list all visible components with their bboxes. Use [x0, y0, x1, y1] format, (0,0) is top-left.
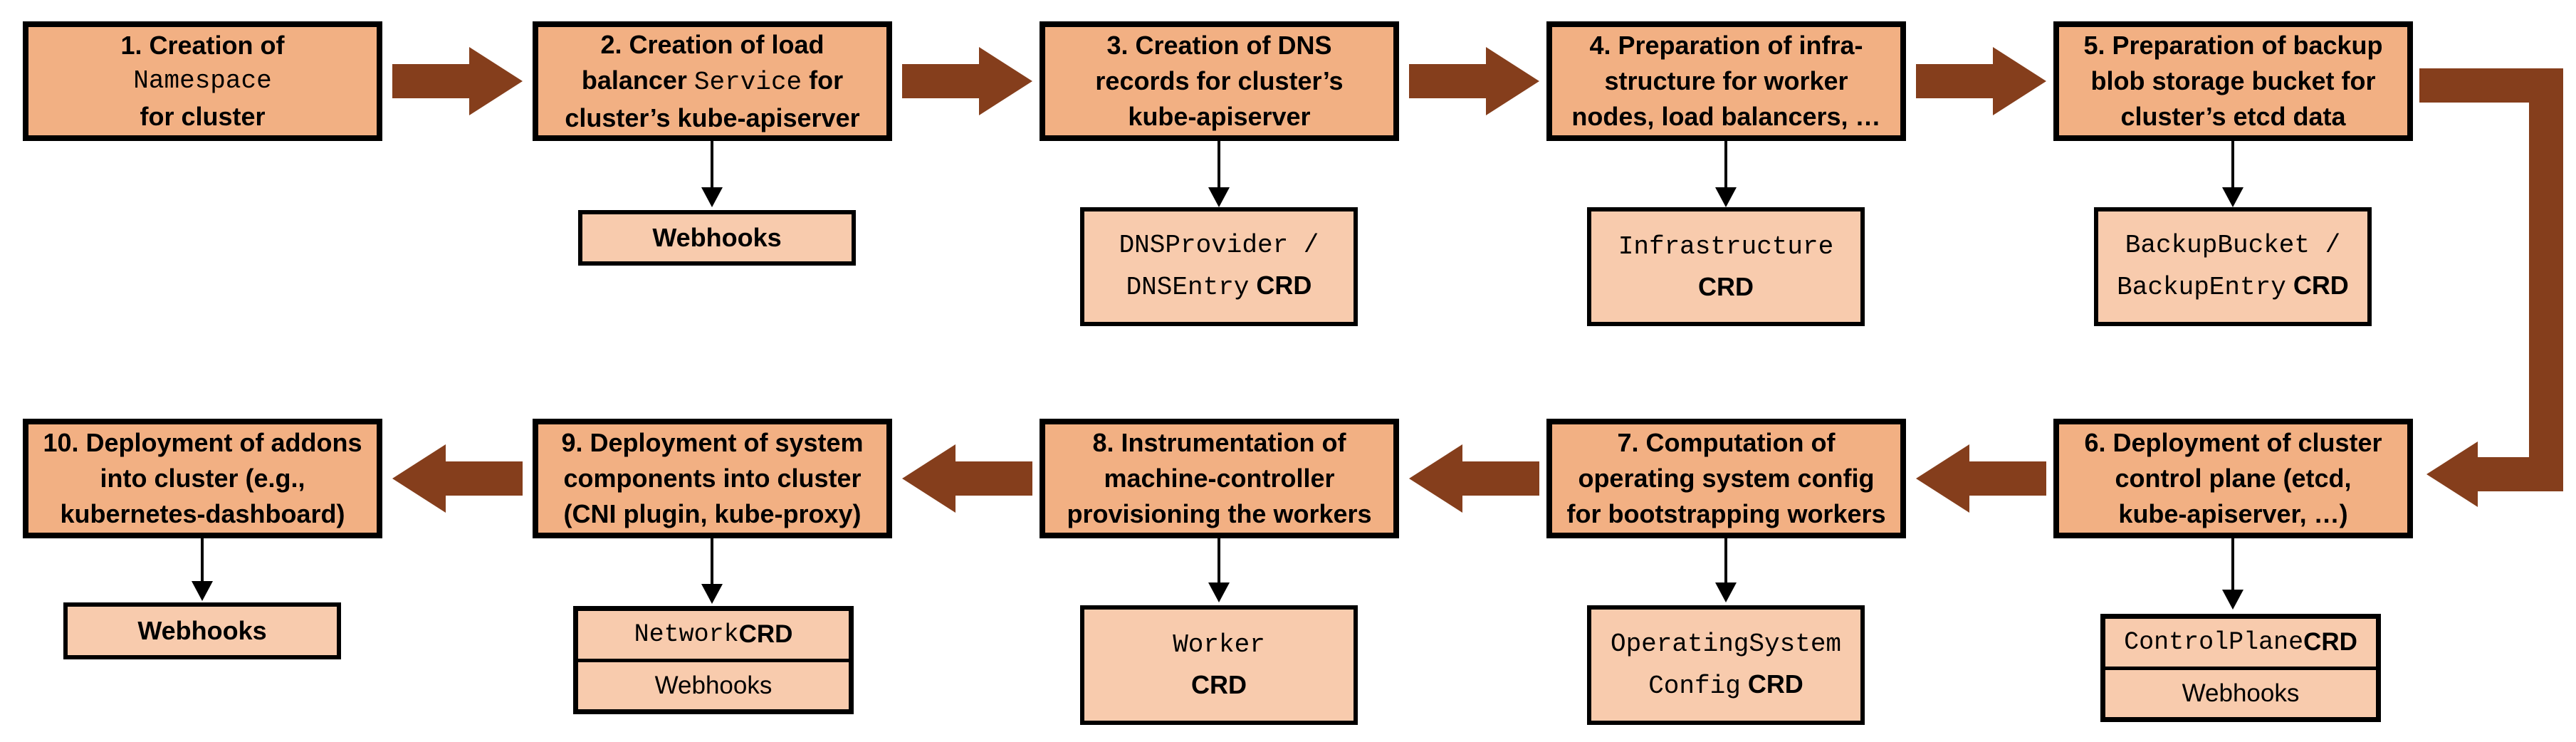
step-9-line-1: 9. Deployment of system: [561, 428, 864, 457]
step-6-box: 6. Deployment of cluster control plane (…: [2053, 419, 2413, 538]
osc-crd-line-2: Config CRD: [1648, 664, 1803, 706]
step-5-line-2: blob storage bucket for: [2090, 66, 2376, 95]
network-crd-webhooks-box: Network CRD Webhooks: [573, 606, 854, 714]
webhooks-label: Webhooks: [137, 616, 267, 645]
crd-label: CRD: [1191, 670, 1247, 699]
arrow-step4-infrastructure-crd: [1715, 141, 1737, 207]
step-7-line-2: operating system config: [1578, 464, 1875, 493]
webhooks-box-step10: Webhooks: [63, 602, 341, 659]
step-3-line-3: kube-apiserver: [1128, 102, 1311, 131]
step-5-box: 5. Preparation of backup blob storage bu…: [2053, 21, 2413, 141]
crd-label: CRD: [1740, 669, 1803, 699]
dns-crd-box: DNSProvider / DNSEntry CRD: [1080, 207, 1358, 326]
step-10-line-1: 10. Deployment of addons: [43, 428, 362, 457]
webhooks-cell: Webhooks: [2105, 666, 2376, 718]
dnsentry-code: DNSEntry: [1126, 273, 1250, 302]
operatingsystem-code: OperatingSystem: [1610, 629, 1842, 659]
arrow-step2-webhooks: [701, 141, 723, 207]
crd-label: CRD: [2303, 628, 2357, 657]
flow-arrow-step6-step7: [1916, 444, 2046, 513]
dns-crd-line-2: DNSEntry CRD: [1126, 266, 1312, 308]
worker-code: Worker: [1173, 630, 1265, 659]
webhooks-box-step2: Webhooks: [578, 210, 856, 266]
step-9-line-3: (CNI plugin, kube-proxy): [563, 499, 862, 528]
network-code: Network: [634, 620, 739, 649]
controlplane-crd-webhooks-box: ControlPlane CRD Webhooks: [2100, 614, 2381, 722]
step-8-line-3: provisioning the workers: [1067, 499, 1372, 528]
step-10-line-3: kubernetes-dashboard): [60, 499, 345, 528]
step-9-box: 9. Deployment of system components into …: [533, 419, 892, 538]
step-1-line-3: for cluster: [140, 102, 266, 131]
arrow-step10-webhooks: [192, 538, 213, 601]
step-3-box: 3. Creation of DNS records for cluster’s…: [1040, 21, 1399, 141]
step-4-line-3: nodes, load balancers, …: [1571, 102, 1881, 131]
step-8-box: 8. Instrumentation of machine-controller…: [1040, 419, 1399, 538]
network-crd-cell: Network CRD: [578, 611, 849, 659]
step-10-line-2: into cluster (e.g.,: [100, 464, 305, 493]
backup-crd-line-2: BackupEntry CRD: [2117, 266, 2349, 308]
step-2-line-2-tail: for: [802, 65, 844, 95]
arrow-step9-network-crd: [701, 538, 723, 604]
flow-connector-step5-step6: [2419, 68, 2563, 507]
backupentry-code: BackupEntry: [2117, 273, 2286, 302]
flow-arrow-step3-step4: [1409, 47, 1539, 115]
step-1-line-2: Namespace: [133, 66, 272, 95]
step-3-line-1: 3. Creation of DNS: [1106, 31, 1332, 60]
step-7-box: 7. Computation of operating system confi…: [1546, 419, 1906, 538]
step-8-line-2: machine-controller: [1104, 464, 1335, 493]
crd-label: CRD: [1698, 271, 1754, 301]
flow-arrow-step9-step10: [392, 444, 523, 513]
crd-label: CRD: [1249, 271, 1312, 300]
arrow-step3-dns-crd: [1208, 141, 1230, 207]
step-7-line-3: for bootstrapping workers: [1566, 499, 1886, 528]
controlplane-code: ControlPlane: [2124, 628, 2304, 657]
flow-arrow-step1-step2: [392, 47, 523, 115]
backup-crd-line-1: BackupBucket /: [2125, 231, 2341, 260]
step-10-box: 10. Deployment of addons into cluster (e…: [23, 419, 382, 538]
webhooks-label: Webhooks: [652, 223, 782, 252]
step-2-line-3: cluster’s kube-apiserver: [565, 103, 860, 132]
step-2-line-1: 2. Creation of load: [600, 29, 824, 59]
worker-crd-box: Worker CRD: [1080, 605, 1358, 725]
step-9-line-2: components into cluster: [563, 464, 862, 493]
step-2-box: 2. Creation of load balancer Service for…: [533, 21, 892, 141]
step-5-line-1: 5. Preparation of backup: [2083, 31, 2383, 60]
config-code: Config: [1648, 671, 1741, 701]
step-8-line-1: 8. Instrumentation of: [1092, 428, 1346, 457]
step-6-line-1: 6. Deployment of cluster: [2084, 428, 2382, 457]
step-6-line-3: kube-apiserver, …): [2118, 499, 2348, 528]
arrow-step8-worker-crd: [1208, 538, 1230, 602]
step-4-line-1: 4. Preparation of infra-: [1589, 31, 1863, 60]
step-3-line-2: records for cluster’s: [1095, 66, 1344, 95]
crd-label: CRD: [2286, 271, 2349, 300]
step-4-line-2: structure for worker: [1604, 66, 1848, 95]
operatingsystemconfig-crd-box: OperatingSystem Config CRD: [1587, 605, 1865, 725]
step-2-service-code: Service: [693, 67, 802, 97]
infrastructure-code: Infrastructure: [1618, 231, 1834, 261]
arrow-step5-backup-crd: [2222, 141, 2243, 207]
flow-arrow-step2-step3: [902, 47, 1032, 115]
step-2-line-2-text: balancer: [581, 65, 694, 95]
flow-arrow-step7-step8: [1409, 444, 1539, 513]
backup-crd-box: BackupBucket / BackupEntry CRD: [2094, 207, 2372, 326]
arrow-step7-osc-crd: [1715, 538, 1737, 602]
flow-arrow-step8-step9: [902, 444, 1032, 513]
flow-arrow-step4-step5: [1916, 47, 2046, 115]
step-4-box: 4. Preparation of infra- structure for w…: [1546, 21, 1906, 141]
step-7-line-1: 7. Computation of: [1617, 428, 1836, 457]
step-2-line-2: balancer Service for: [582, 63, 843, 100]
webhooks-cell: Webhooks: [578, 658, 849, 710]
step-5-line-3: cluster’s etcd data: [2120, 102, 2346, 131]
crd-label: CRD: [738, 620, 793, 649]
step-1-box: 1. Creation of Namespace for cluster: [23, 21, 382, 141]
step-6-line-2: control plane (etcd,: [2115, 464, 2352, 493]
arrow-step6-controlplane-crd: [2222, 538, 2243, 610]
step-1-line-1: 1. Creation of: [120, 31, 285, 60]
dns-crd-line-1: DNSProvider /: [1119, 231, 1319, 260]
infrastructure-crd-box: Infrastructure CRD: [1587, 207, 1865, 326]
controlplane-crd-cell: ControlPlane CRD: [2105, 619, 2376, 667]
